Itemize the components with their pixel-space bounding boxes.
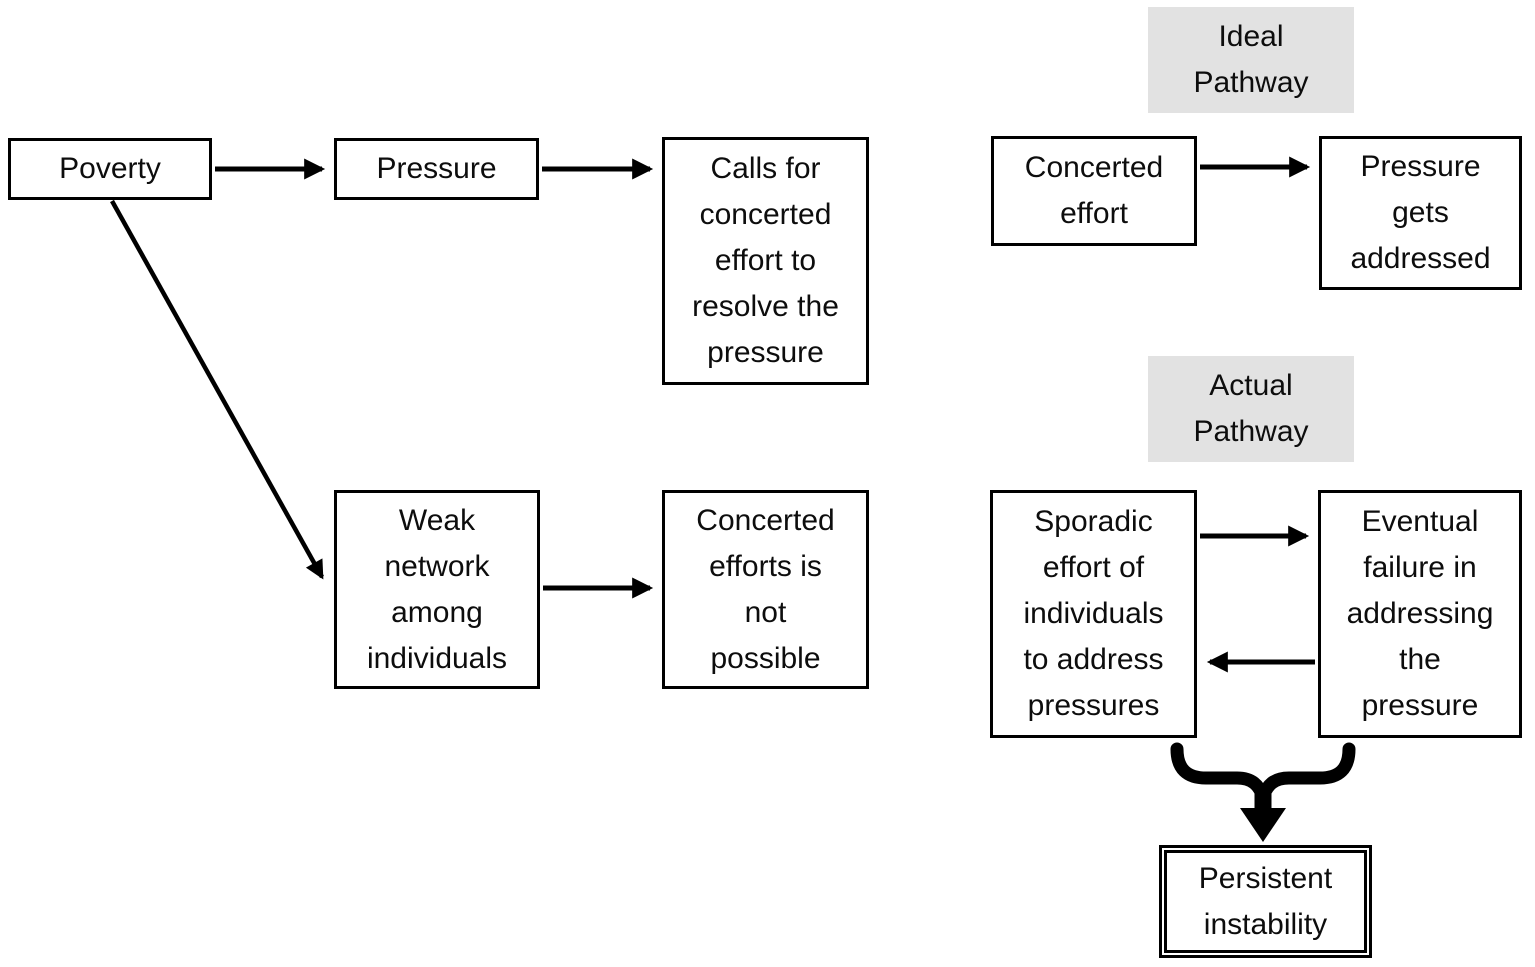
curly-brace-combine: [1170, 742, 1356, 818]
node-efforts-not-possible: Concerted efforts is not possible: [662, 490, 869, 689]
node-weak-network: Weak network among individuals: [334, 490, 540, 689]
node-concerted-effort-label: Concerted effort: [1024, 151, 1164, 230]
node-poverty: Poverty: [8, 138, 212, 200]
brace-arrowhead: [1240, 808, 1286, 842]
node-weak-network-label: Weak network among individuals: [366, 503, 508, 675]
node-pressure-addressed: Pressure gets addressed: [1319, 136, 1522, 290]
node-calls-for-effort-label: Calls for concerted effort to resolve th…: [692, 152, 839, 369]
node-sporadic-effort-label: Sporadic effort of individuals to addres…: [1023, 505, 1164, 722]
arrow-poverty-to-weak-network: [110, 199, 324, 580]
ideal-pathway-label: Ideal Pathway: [1148, 7, 1354, 113]
node-pressure: Pressure: [334, 138, 539, 200]
node-persistent-instability-label: Persistent instability: [1198, 861, 1333, 941]
node-persistent-instability: Persistent instability: [1159, 845, 1372, 958]
node-eventual-failure-label: Eventual failure in addressing the press…: [1346, 505, 1494, 722]
node-sporadic-effort: Sporadic effort of individuals to addres…: [990, 490, 1197, 738]
node-poverty-label: Poverty: [59, 152, 161, 185]
node-concerted-effort: Concerted effort: [991, 136, 1197, 246]
node-persistent-instability-inner-border: Persistent instability: [1164, 850, 1367, 953]
actual-pathway-label-text: Actual Pathway: [1193, 369, 1309, 448]
node-pressure-label: Pressure: [376, 152, 497, 185]
node-calls-for-effort: Calls for concerted effort to resolve th…: [662, 137, 869, 385]
node-pressure-addressed-label: Pressure gets addressed: [1350, 150, 1491, 275]
actual-pathway-label: Actual Pathway: [1148, 356, 1354, 462]
ideal-pathway-label-text: Ideal Pathway: [1193, 20, 1309, 99]
node-eventual-failure: Eventual failure in addressing the press…: [1318, 490, 1522, 738]
node-efforts-not-possible-label: Concerted efforts is not possible: [696, 503, 835, 675]
